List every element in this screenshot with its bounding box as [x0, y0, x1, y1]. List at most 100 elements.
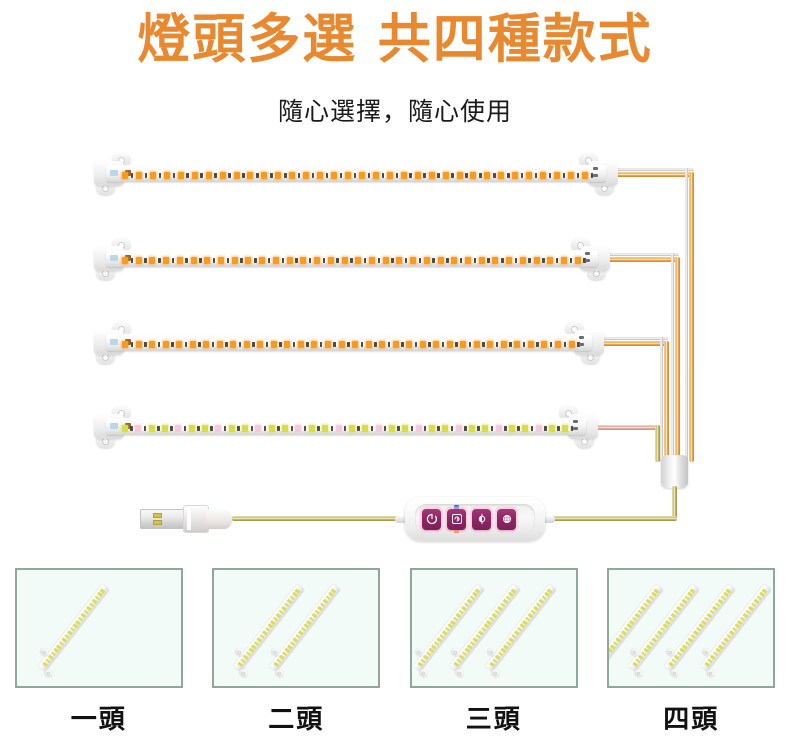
led-side-component: [295, 258, 298, 263]
led-side-component: [290, 426, 294, 431]
led-side-component: [200, 173, 203, 178]
led-chip: [259, 257, 266, 264]
controller-cable-entry: [395, 516, 409, 523]
led-side-component: [437, 426, 440, 431]
power-timer-button[interactable]: [422, 508, 441, 530]
led-side-component: [211, 342, 215, 347]
led-chip: [414, 172, 421, 179]
led-side-component: [490, 426, 494, 431]
led-side-component: [514, 258, 518, 263]
led-chip: [568, 172, 574, 179]
led-side-component: [418, 258, 422, 263]
wire-strip-2-vertical: [675, 257, 680, 462]
strip-driver-ic: [125, 170, 131, 176]
led-chip: [297, 341, 304, 348]
led-side-component: [482, 342, 485, 347]
led-chip: [451, 257, 458, 264]
led-chip: [308, 425, 315, 432]
led-side-component: [397, 426, 400, 431]
mini-led-chip: [717, 598, 724, 605]
strip-wire-terminals: [583, 252, 592, 265]
mini-mounting-tab: [453, 667, 465, 679]
wire-trunk-horizontal: [540, 516, 677, 521]
mode-cycle-button[interactable]: [447, 508, 466, 530]
led-side-component: [267, 258, 271, 263]
led-chip: [428, 425, 435, 432]
mini-led-strip: [265, 577, 346, 679]
led-chip: [289, 172, 296, 179]
led-chip: [163, 172, 170, 179]
strip-driver-ic: [125, 423, 131, 429]
wire-neutral-3-vertical: [660, 337, 663, 462]
led-chip: [202, 425, 209, 432]
spectrum-button[interactable]: [497, 508, 516, 530]
led-side-component: [170, 426, 173, 431]
led-chip: [177, 172, 184, 179]
controller-cable-exit: [541, 516, 555, 523]
led-chip: [554, 172, 561, 179]
variant-image-box: [409, 568, 578, 688]
led-chip: [410, 257, 417, 264]
led-chip: [272, 257, 279, 264]
led-side-component: [311, 173, 315, 178]
led-side-component: [339, 173, 343, 178]
led-chip: [358, 172, 365, 179]
led-chip: [464, 257, 471, 264]
led-chip: [581, 172, 588, 179]
led-side-component: [410, 426, 414, 431]
led-chip: [162, 341, 169, 348]
led-chip: [230, 341, 237, 348]
mini-led-chip: [508, 637, 514, 643]
led-side-component: [562, 173, 566, 178]
led-chip: [423, 257, 430, 264]
led-chip: [275, 172, 282, 179]
variant-caption: 三頭: [465, 705, 522, 735]
strip-solder-pad: [110, 255, 118, 261]
led-side-component: [144, 173, 148, 178]
led-chip: [402, 425, 409, 432]
led-side-component: [441, 342, 445, 347]
mini-led-chip: [729, 630, 735, 636]
led-side-component: [254, 258, 257, 263]
brightness-icon: [478, 513, 485, 525]
indicator-orange-icon: [453, 527, 459, 533]
led-side-component: [343, 426, 347, 431]
led-chip: [331, 172, 338, 179]
led-side-component: [530, 426, 534, 431]
inline-touch-controller[interactable]: [395, 497, 555, 541]
led-side-component: [549, 342, 553, 347]
product-diagram: [92, 152, 694, 541]
variant-two-head[interactable]: 二頭: [198, 568, 396, 736]
led-chip: [415, 425, 422, 432]
led-chip: [122, 425, 128, 432]
led-side-component: [395, 173, 399, 178]
led-chip: [245, 257, 252, 264]
wire-strip-3-horizontal: [602, 341, 668, 346]
led-side-component: [446, 258, 449, 263]
variant-one-head[interactable]: 一頭: [0, 568, 198, 736]
led-side-component: [279, 342, 282, 347]
led-chip: [314, 257, 321, 264]
mini-mounting-tab: [705, 667, 717, 679]
usb-cable-boot: [206, 509, 232, 529]
brightness-button[interactable]: [472, 508, 491, 530]
led-side-component: [370, 426, 374, 431]
led-side-component: [536, 342, 539, 347]
led-side-component: [171, 342, 174, 347]
mini-led-strip: [696, 577, 773, 679]
led-chip: [324, 341, 331, 348]
led-chip: [487, 341, 494, 348]
led-side-component: [528, 258, 531, 263]
led-chip: [484, 172, 491, 179]
led-side-component: [479, 173, 482, 178]
led-chip: [300, 257, 307, 264]
variant-four-head[interactable]: 四頭: [593, 568, 790, 736]
variant-caption: 一頭: [70, 705, 127, 735]
led-side-component: [450, 426, 454, 431]
led-side-component: [383, 426, 387, 431]
mini-mounting-tab: [607, 668, 608, 679]
led-chip: [149, 257, 156, 264]
mini-led-chip: [317, 605, 323, 612]
led-strip-3: [92, 321, 606, 364]
variant-three-head[interactable]: 三頭: [395, 568, 593, 736]
